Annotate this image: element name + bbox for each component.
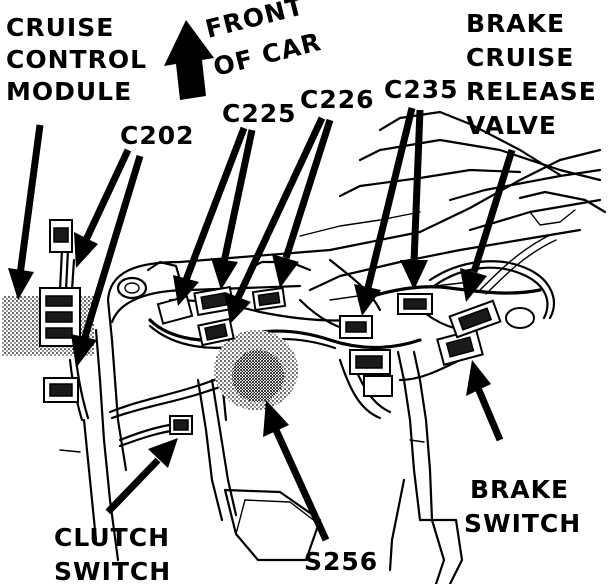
front-of-car-arrow-icon — [164, 20, 214, 100]
c226-label: C226 — [300, 85, 375, 114]
brake-switch-body — [349, 328, 484, 397]
c202-arrows — [71, 148, 144, 368]
clutch-switch-label-line1: CLUTCH — [54, 523, 170, 552]
cruise-control-module-label-line2: CONTROL — [6, 45, 147, 74]
clutch-pedal — [196, 378, 322, 562]
connector-c235 — [339, 293, 433, 339]
s256-label: S256 — [304, 547, 378, 576]
brake-pedal — [388, 350, 464, 584]
brake-switch-label-line1: BRAKE — [470, 475, 569, 504]
cruise-control-module-label-line3: MODULE — [6, 77, 132, 106]
connector-c202 — [43, 377, 79, 403]
wiring-harness — [58, 228, 557, 448]
c225-arrows — [173, 126, 256, 306]
c225-label: C225 — [222, 99, 297, 128]
cruise-control-module-arrow — [8, 124, 44, 300]
clutch-switch-label-line2: SWITCH — [54, 557, 171, 584]
c235-arrows — [354, 107, 428, 316]
brake-cruise-release-valve-arrow — [460, 148, 516, 302]
brake-switch-label-line2: SWITCH — [464, 509, 581, 538]
connector-c226 — [197, 286, 287, 347]
connector-c225 — [156, 285, 235, 325]
c226-arrows — [225, 116, 334, 324]
s256-arrow — [263, 400, 330, 542]
brake-cruise-release-valve-label-line2: CRUISE — [466, 43, 574, 72]
c235-label: C235 — [384, 75, 459, 104]
brake-cruise-release-valve-label-line4: VALVE — [466, 111, 557, 140]
s256-splice-area — [214, 330, 298, 410]
clutch-switch-body — [169, 415, 193, 435]
brake-cruise-release-valve-label-line1: BRAKE — [466, 9, 565, 38]
brake-cruise-release-valve-label-line3: RELEASE — [466, 77, 597, 106]
brake-switch-arrow — [466, 360, 504, 442]
brake-cruise-release-valve-body — [448, 299, 535, 339]
clutch-switch-arrow — [105, 438, 178, 515]
c202-label: C202 — [120, 121, 195, 150]
cruise-control-module-label-line1: CRUISE — [6, 13, 114, 42]
